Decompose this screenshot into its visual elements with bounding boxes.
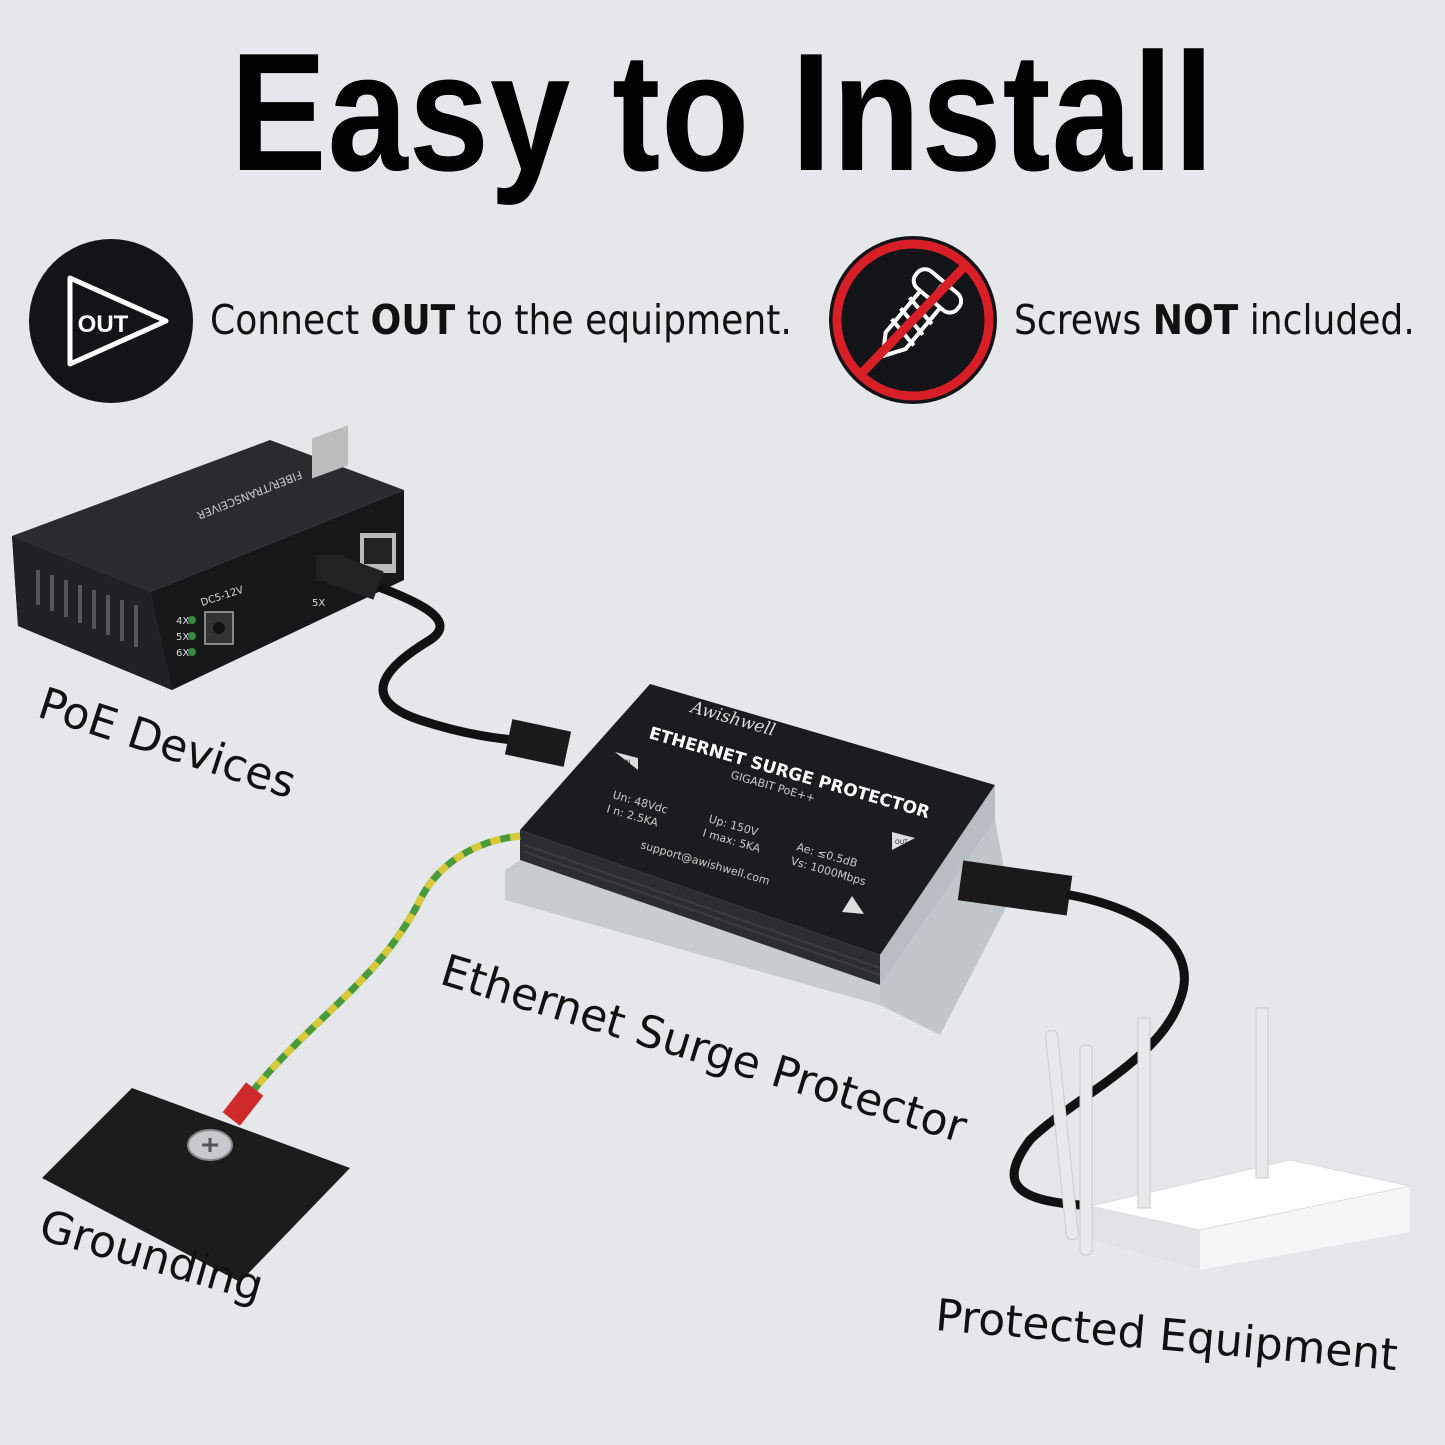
rj45-connector-out — [957, 860, 1073, 916]
page-title: Easy to Install — [230, 18, 1215, 206]
rj45-connector-in — [504, 719, 572, 767]
in-label: IN — [624, 759, 630, 766]
feature-2-pre: Screws — [1014, 296, 1153, 344]
feature-connect-out: Connect OUT to the equipment. — [210, 296, 792, 344]
in-arrow-icon — [615, 752, 638, 770]
surge-protector-image: Awishwell ETHERNET SURGE PROTECTOR GIGAB… — [505, 684, 1010, 1035]
feature-2-post: included. — [1238, 296, 1415, 344]
router-image — [1045, 1007, 1411, 1270]
ground-plate — [42, 1088, 350, 1282]
out-arrow-small-icon — [892, 832, 915, 850]
feature-1-bold: OUT — [370, 296, 456, 344]
no-screws-icon — [829, 236, 997, 404]
led-label-5x: 5X — [176, 632, 189, 643]
led-label-6x: 6X — [176, 648, 189, 659]
feature-1-pre: Connect — [210, 296, 371, 344]
out-icon-text: OUT — [78, 311, 129, 338]
fiber-transceiver-image: 4X 5X 6X DC5-12V 5X FIBER/TRANSCEIVER — [12, 425, 404, 690]
feature-1-post: to the equipment. — [455, 296, 792, 344]
out-label: OUT — [895, 839, 908, 846]
ring-terminal — [222, 1082, 264, 1126]
port-label-5x: 5X — [312, 598, 325, 609]
led-label-4x: 4X — [176, 616, 189, 627]
feature-2-bold: NOT — [1152, 296, 1239, 344]
feature-screws-not-included: Screws NOT included. — [1014, 296, 1415, 344]
warning-icon — [842, 896, 864, 914]
out-arrow-icon: OUT — [29, 239, 193, 403]
